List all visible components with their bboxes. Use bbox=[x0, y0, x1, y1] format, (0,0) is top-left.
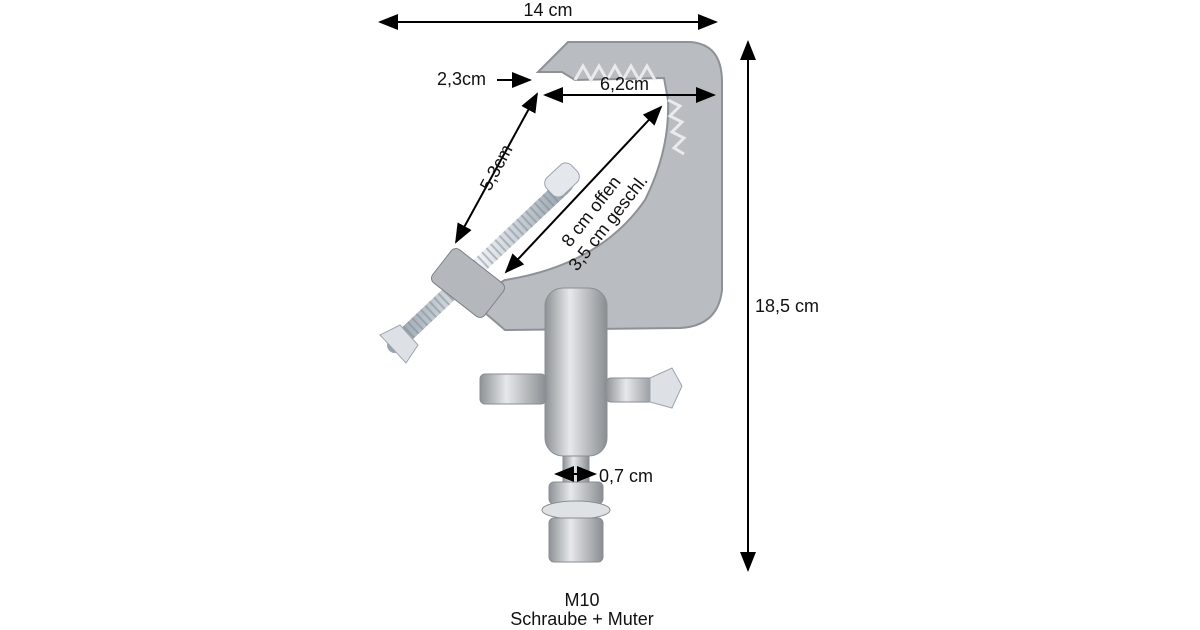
bolt-diameter-label: 0,7 cm bbox=[599, 466, 653, 486]
wing-nut bbox=[649, 367, 683, 409]
jaw-depth-label: 6,2cm bbox=[600, 74, 649, 94]
bolt-size-label: M10 bbox=[564, 590, 599, 610]
bolt-desc-label: Schraube + Muter bbox=[510, 609, 654, 629]
side-bolt-left bbox=[479, 373, 547, 405]
jaw-side-label: 5,3cm bbox=[476, 141, 517, 194]
clamp-teeth bbox=[573, 62, 687, 156]
width-label: 14 cm bbox=[523, 0, 572, 20]
jaw-tip-label: 2,3cm bbox=[437, 69, 486, 89]
height-label: 18,5 cm bbox=[755, 296, 819, 316]
side-bolt-right bbox=[605, 377, 657, 403]
clamp-stem bbox=[544, 287, 608, 457]
opening-arrow bbox=[504, 105, 663, 274]
clamp-nut-block bbox=[430, 248, 506, 318]
clamp-body bbox=[468, 41, 723, 332]
